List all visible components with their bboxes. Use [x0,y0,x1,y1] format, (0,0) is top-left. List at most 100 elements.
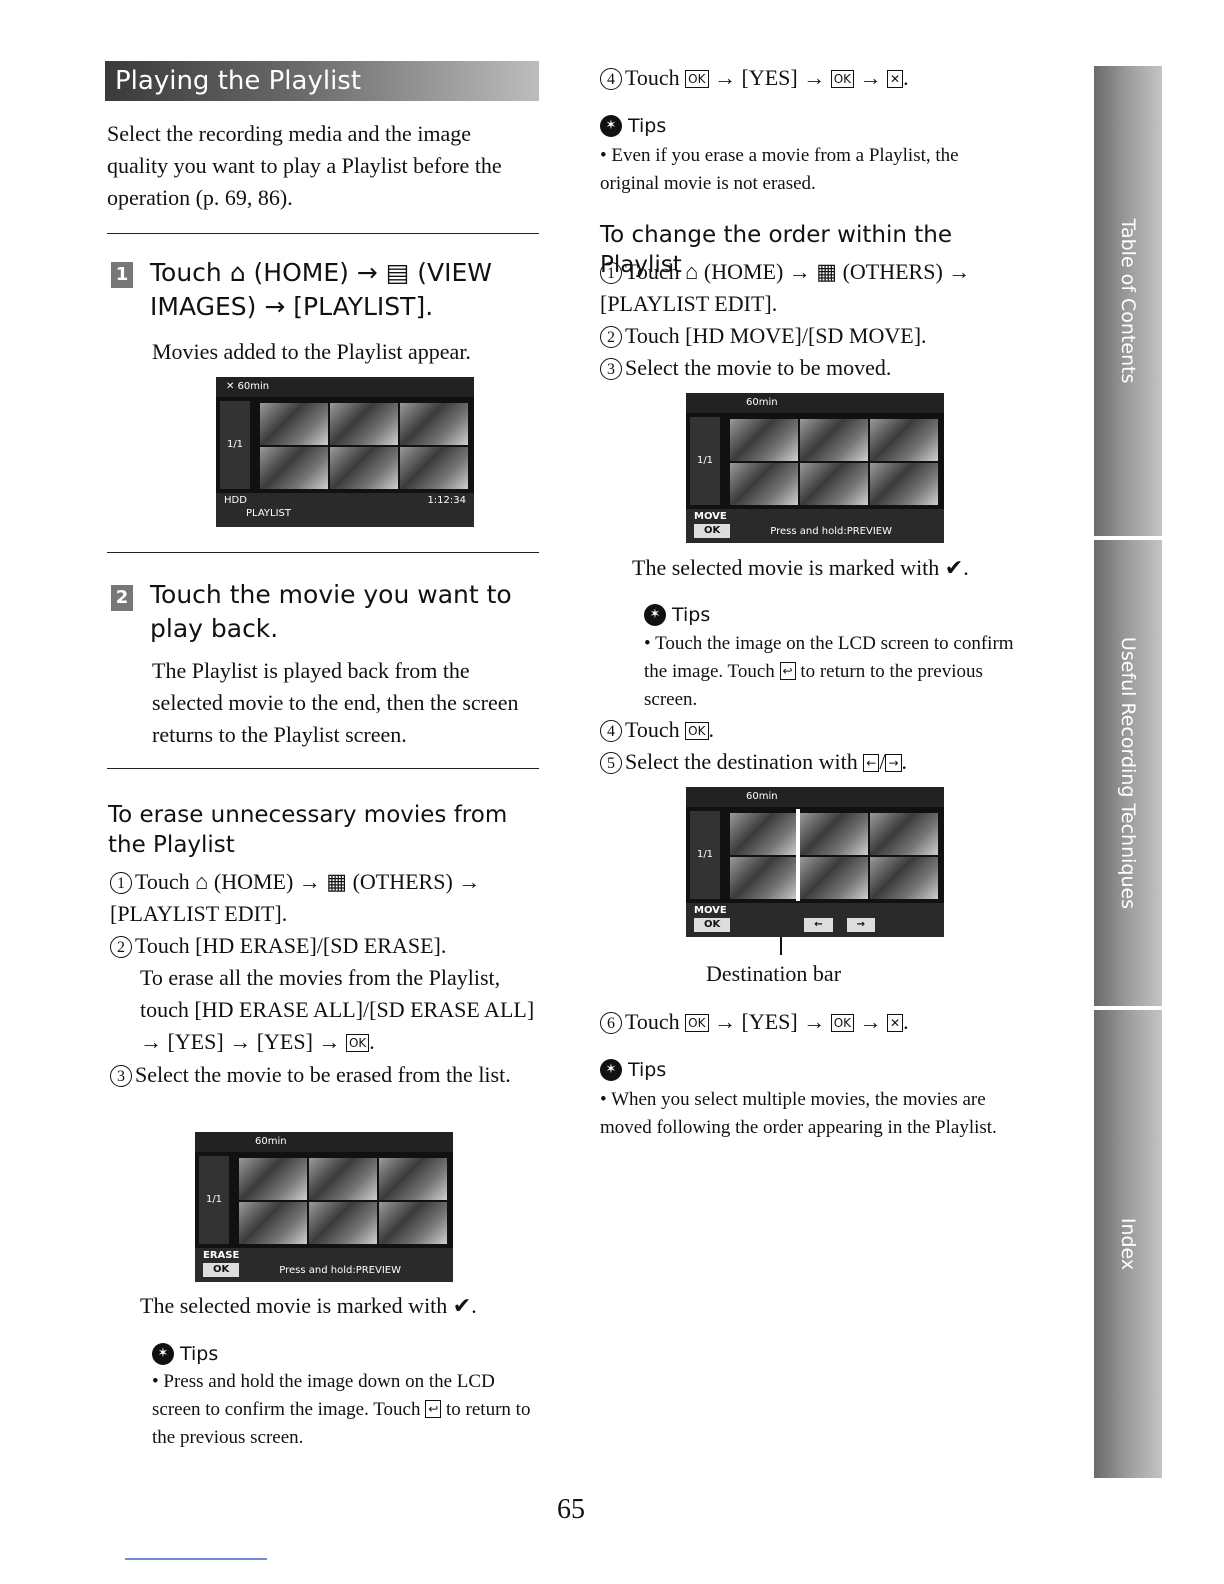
erase-heading: To erase unnecessary movies from the Pla… [108,802,508,858]
mode-label: MOVE [694,511,727,522]
ok-button-icon: OK [685,70,709,88]
page-indicator: 1/1 [696,849,714,860]
order-step-6-text: Touch [625,1009,680,1034]
tips-icon: ✶ [600,115,622,137]
step-2-subtext: The Playlist is played back from the sel… [152,658,519,747]
destination-bar-label: Destination bar [706,961,842,986]
step-2-title: Touch the movie you want to play back. [150,580,512,643]
thumbnail[interactable] [800,857,868,899]
step-number-1: 1 [111,262,133,288]
ok-button[interactable]: OK [694,918,731,932]
arrow-right-icon: → [885,754,902,772]
thumbnail[interactable] [239,1202,307,1244]
move-marked-text: The selected movie is marked with ✔. [632,555,969,580]
erase-step-2-text: Touch [HD ERASE]/[SD ERASE]. [135,933,447,958]
tab-useful-recording-techniques[interactable]: Useful Recording Techniques [1094,540,1162,1006]
tips-label: Tips [628,1059,667,1081]
ok-button-icon: OK [685,1014,709,1032]
thumbnail[interactable] [330,447,398,489]
order-step-4-text: Touch [625,717,680,742]
tab-table-of-contents[interactable]: Table of Contents [1094,66,1162,536]
tip-bottom-text: When you select multiple movies, the mov… [600,1089,997,1138]
tips-heading: ✶ Tips [644,603,710,627]
move-right-button[interactable]: → [846,918,876,932]
order-heading: To change the order within the Playlist [600,222,952,278]
erase-all-instructions: To erase all the movies from the Playlis… [140,965,535,1054]
thumbnail[interactable] [309,1202,377,1244]
thumbnail[interactable] [730,463,798,505]
mode-label: ERASE [203,1250,240,1261]
order-step-5-text: Select the destination with [625,749,858,774]
ok-button[interactable]: OK [694,524,731,538]
preview-hint: Press and hold:PREVIEW [279,1264,401,1276]
mode-label: MOVE [694,905,727,916]
tip-mid-text: Touch the image on the LCD screen to con… [644,633,1014,682]
thumbnail[interactable] [239,1158,307,1200]
thumbnail[interactable] [800,419,868,461]
thumbnail[interactable] [379,1202,447,1244]
step-number-2: 2 [111,585,133,611]
tip-top-text: Even if you erase a movie from a Playlis… [600,145,959,194]
step-1-title: Touch ⌂ (HOME) → ▤ (VIEW IMAGES) → [PLAY… [150,258,493,321]
move-left-button[interactable]: ← [804,918,833,932]
thumbnail[interactable] [379,1158,447,1200]
return-icon: ↩ [779,662,796,680]
tips-icon: ✶ [644,604,666,626]
ok-button-icon: OK [830,1014,855,1032]
thumbnail[interactable] [260,403,328,445]
ok-button[interactable]: OK [203,1263,240,1277]
return-icon: ↩ [425,1400,442,1418]
playlist-label: PLAYLIST [246,508,291,519]
screen-move-destination: 60min 1/1 MOVE OK ← → [686,787,944,937]
tips-label: Tips [628,115,667,137]
tab-label: Table of Contents [1117,218,1139,384]
tips-icon: ✶ [600,1059,622,1081]
thumbnail[interactable] [870,813,938,855]
page-number: 65 [557,1494,585,1525]
footer-line [125,1558,267,1560]
close-icon: ✕ [887,1014,904,1032]
erase-step-3-text: Select the movie to be erased from the l… [135,1062,511,1087]
erase-tip-text: Press and hold the image down on the LCD… [152,1371,495,1420]
tab-index[interactable]: Index [1094,1010,1162,1478]
tips-icon: ✶ [152,1343,174,1365]
thumbnail[interactable] [730,857,798,899]
tips-heading: ✶ Tips [600,1058,666,1082]
order-step-3-text: Select the movie to be moved. [625,355,892,380]
erase-marked-text: The selected movie is marked with ✔. [140,1293,477,1318]
screen-top-bar: ✕ 60min [216,377,474,397]
tab-label: Index [1117,1217,1139,1271]
thumbnail[interactable] [870,419,938,461]
erase-tip: • Press and hold the image down on the L… [152,1371,531,1448]
order-step-1-text: Touch ⌂ (HOME) → ▦ (OTHERS) → [PLAYLIST … [600,259,971,316]
media-label: HDD [224,495,247,506]
page-indicator: 1/1 [205,1194,223,1205]
thumbnail[interactable] [800,813,868,855]
thumbnail[interactable] [870,857,938,899]
thumbnail[interactable] [730,419,798,461]
screen-playlist: ✕ 60min 1/1 HDD 1:12:34 PLAYLIST [216,377,474,527]
screen-move-select: 60min 1/1 MOVE OK Press and hold:PREVIEW [686,393,944,543]
thumbnail[interactable] [400,403,468,445]
screen-top-bar: 60min [195,1132,453,1152]
thumbnail[interactable] [800,463,868,505]
thumbnail[interactable] [870,463,938,505]
order-step-6-seq: → [YES] → [714,1009,826,1034]
divider [107,552,539,553]
right-step-4-text: Touch [625,65,680,90]
screen-erase: 60min 1/1 ERASE OK Press and hold:PREVIE… [195,1132,453,1282]
intro-text: Select the recording media and the image… [107,121,502,210]
divider [107,768,539,769]
thumbnail[interactable] [730,813,798,855]
thumbnail[interactable] [400,447,468,489]
thumbnail[interactable] [309,1158,377,1200]
ok-button-icon: OK [345,1034,370,1052]
thumbnail[interactable] [330,403,398,445]
thumbnail[interactable] [260,447,328,489]
